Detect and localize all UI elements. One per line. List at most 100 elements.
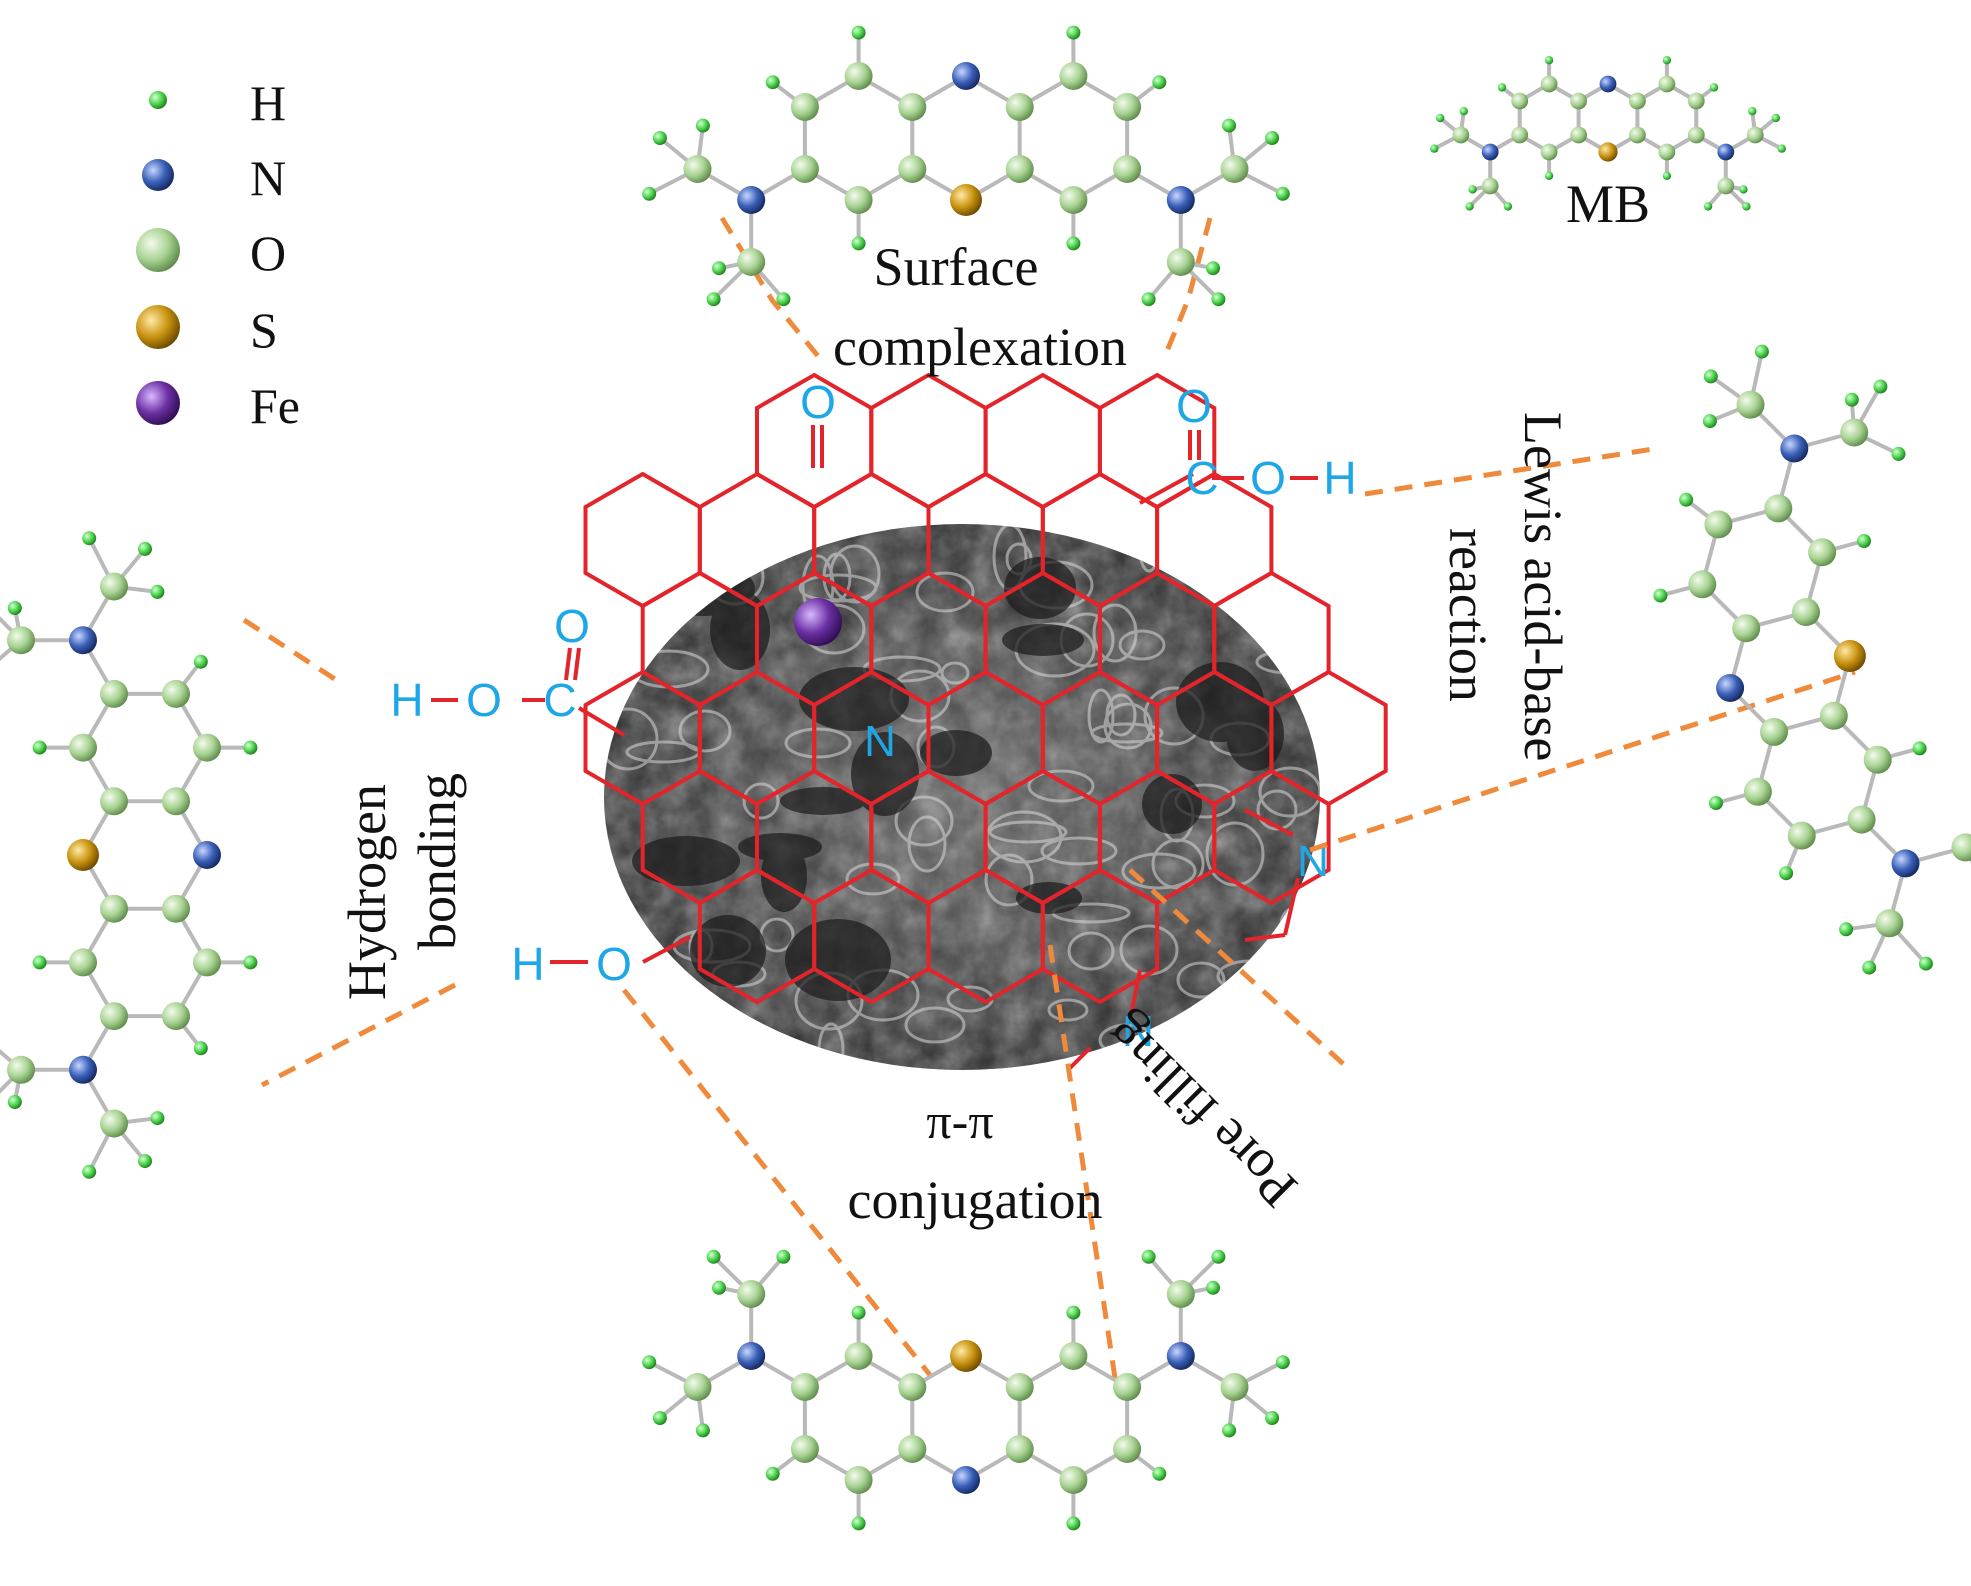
hydrogen-atom	[1465, 202, 1474, 211]
hydrogen-atom	[1275, 186, 1290, 201]
mb-molecule-bottom	[642, 1249, 1290, 1531]
hydrogen-atom	[1839, 922, 1854, 937]
hydrogen-atom	[1754, 344, 1769, 359]
nitrogen-atom	[69, 1055, 97, 1084]
carbon-atom	[7, 626, 35, 655]
sem-cavity	[1002, 624, 1084, 656]
hydrogen-atom	[7, 601, 22, 615]
carbon-atom	[1452, 126, 1470, 144]
functional-group-bonds	[431, 425, 1318, 1070]
hydrogen-atom	[1206, 1280, 1220, 1295]
hydrogen-atom	[642, 1355, 657, 1370]
hydrogen-atom	[150, 1111, 165, 1126]
mb-label: MB	[1566, 174, 1650, 234]
carbon-atom	[162, 679, 190, 708]
carbon-atom	[69, 948, 97, 977]
hydrogen-atom	[1703, 202, 1713, 211]
hydrogen-atom	[1066, 236, 1081, 251]
carbon-atom	[1629, 92, 1646, 110]
carbon-atom	[69, 733, 97, 762]
sem-pore	[915, 571, 975, 613]
carbon-atom	[737, 248, 766, 276]
hydrogen-atom	[765, 75, 780, 90]
sem-cavity	[851, 732, 919, 816]
carbon-atom	[683, 155, 712, 183]
nitrogen-atom	[1166, 186, 1195, 214]
nitrogen-atom	[1481, 143, 1499, 161]
hydrogen-atom	[138, 541, 152, 556]
hydrogen-atom	[1912, 741, 1927, 756]
carbon-atom	[1688, 570, 1717, 599]
hydrogen-atom	[776, 1249, 791, 1264]
hydrogen-atom	[1503, 202, 1513, 211]
cooh-top-oxygen: O	[1250, 452, 1286, 504]
connector-complexation-right	[1162, 217, 1213, 357]
carbon-atom	[1819, 701, 1848, 730]
carbon-atom	[1840, 418, 1869, 447]
carbon-atom	[1629, 126, 1646, 144]
hydrogen-atom	[765, 1466, 780, 1481]
carbon-atom	[790, 93, 819, 121]
sem-pore	[1047, 998, 1089, 1022]
hydrogen-atom	[1141, 1249, 1156, 1264]
connector-hbond-top	[242, 617, 346, 688]
carbon-atom	[1847, 805, 1876, 834]
carbon-atom	[100, 1109, 128, 1138]
carbon-atom	[1540, 143, 1558, 161]
carbon-atom	[790, 155, 819, 183]
carbon-atom	[1570, 92, 1587, 110]
nitrogen-atom	[69, 626, 97, 655]
nitrogen-atom	[1599, 75, 1617, 93]
methylene-blue-molecules	[0, 25, 1971, 1531]
hydrogen-atom	[642, 186, 657, 201]
hydrogen-atom	[1544, 56, 1554, 65]
sem-pore	[784, 727, 852, 759]
hydrogen-atom	[1265, 131, 1280, 145]
cooh-top-carbonyl-oxygen: O	[1176, 380, 1212, 432]
sem-cavity	[1004, 557, 1076, 619]
mb-molecule-small	[1430, 56, 1786, 211]
hydrogen-atom	[695, 118, 710, 133]
hydrogen-atom	[1739, 185, 1748, 194]
hydrogen-atom	[82, 531, 97, 546]
carbon-atom	[1717, 177, 1735, 195]
carbon-atom	[1746, 126, 1764, 144]
hydrogen-atom	[1702, 414, 1717, 429]
hydrogen-atom	[1662, 56, 1672, 65]
legend-iron-icon	[136, 381, 180, 425]
sem-pore	[1121, 852, 1197, 890]
hydrogen-atom	[1891, 446, 1906, 461]
carbon-atom	[1792, 598, 1820, 627]
carbon-atom	[1863, 745, 1892, 774]
hydrogen-atom	[1430, 144, 1439, 153]
nitrogen-atom	[737, 186, 766, 214]
mb-molecule-left	[0, 531, 258, 1179]
pi-pi-line1: π-π	[926, 1093, 993, 1149]
carbon-atom	[1658, 75, 1676, 93]
sem-pore	[1258, 766, 1320, 818]
carbon-atom	[1570, 126, 1587, 144]
cooh-left-oxygen: O	[466, 674, 502, 726]
carbon-atom	[1511, 92, 1529, 110]
carbon-atom	[1113, 1373, 1142, 1401]
legend-label-s: S	[250, 302, 278, 358]
sem-pore	[1040, 836, 1118, 866]
legend: H N O S Fe	[136, 75, 300, 434]
nitrogen-atom	[737, 1342, 766, 1370]
sem-pore	[724, 550, 762, 574]
sem-pore	[742, 782, 780, 820]
nitrogen-atom	[1717, 143, 1735, 161]
carbon-atom	[100, 679, 128, 708]
nitrogen-atom	[1716, 674, 1745, 702]
graphene-hexagon	[1212, 768, 1331, 906]
sem-pore	[940, 661, 970, 685]
hydrogen-atom	[1211, 1249, 1226, 1264]
connector-lewis-top	[1364, 445, 1661, 497]
hydrogen-atom	[193, 1041, 208, 1056]
hydrogen-atom	[243, 740, 258, 755]
hydroxyl-oxygen: O	[596, 938, 632, 990]
carbon-atom	[7, 1055, 35, 1084]
graphene-hexagon	[869, 372, 988, 510]
carbon-atom	[100, 1002, 128, 1031]
